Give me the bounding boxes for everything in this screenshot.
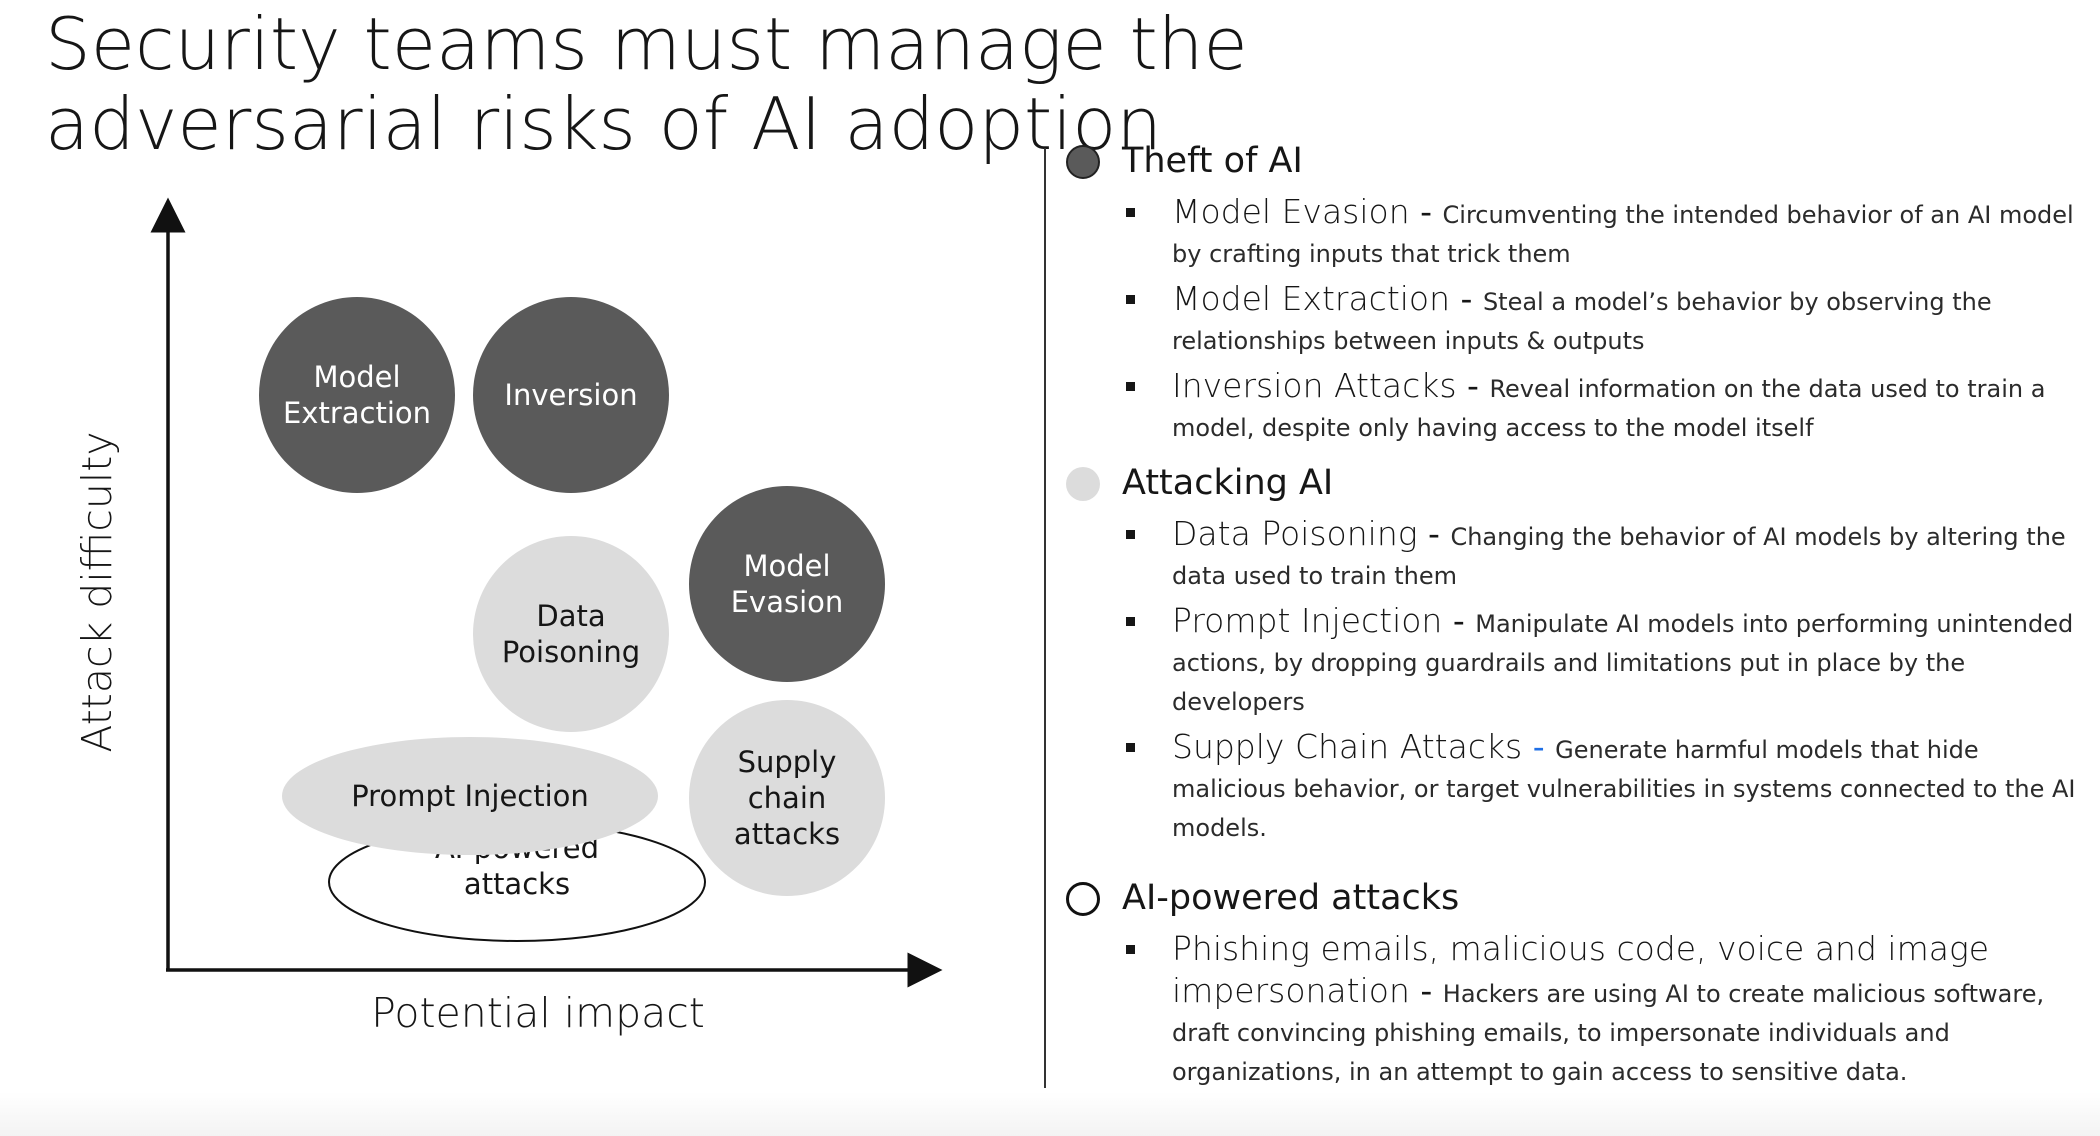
risk-diagram: Potential impact Attack difficulty Model… — [73, 197, 943, 1037]
legend-item-term: Inversion Attacks — [1172, 366, 1457, 405]
legend-item-description: Reveal information on the data used to t… — [1172, 375, 2046, 442]
legend-item-separator: - — [1417, 514, 1451, 553]
bubble-inversion-shape — [473, 297, 669, 493]
legend-item-separator: - — [1450, 279, 1483, 318]
bubble-label: attacks — [734, 817, 840, 851]
square-bullet-icon — [1126, 530, 1135, 539]
legend-item: Data Poisoning - Changing the behavior o… — [1066, 516, 2076, 597]
legend-section-header: AI-powered attacks — [1066, 875, 2076, 925]
bubble-model-evasion-shape — [689, 486, 885, 682]
bubble-data-poisoning-shape — [473, 536, 669, 732]
title-line-1: Security teams must manage the — [45, 2, 1248, 86]
legend-section-title: AI-powered attacks — [1122, 878, 1460, 918]
bubble-label: Evasion — [731, 585, 844, 619]
legend-item-list: Phishing emails, malicious code, voice a… — [1066, 931, 2076, 1093]
square-bullet-icon — [1126, 743, 1135, 752]
legend-section: Theft of AI Model Evasion - Circumventing… — [1066, 138, 2076, 449]
square-bullet-icon — [1126, 945, 1135, 954]
legend-item-list: Data Poisoning - Changing the behavior o… — [1066, 516, 2076, 849]
legend-item-description: Changing the behavior of AI models by al… — [1172, 523, 2066, 590]
square-bullet-icon — [1126, 208, 1135, 217]
title-line-2: adversarial risks of AI adoption — [45, 82, 1162, 166]
square-bullet-icon — [1126, 382, 1135, 391]
square-bullet-icon — [1126, 295, 1135, 304]
bubble-prompt-injection-shape — [282, 737, 658, 855]
bottom-band — [0, 1092, 2100, 1136]
legend-section-title: Attacking AI — [1122, 463, 1334, 503]
x-axis-label: Potential impact — [371, 989, 705, 1037]
legend-item-term: Prompt Injection — [1172, 601, 1443, 640]
page-title: Security teams must manage the adversari… — [45, 2, 1248, 166]
legend-item: Prompt Injection - Manipulate AI models … — [1066, 603, 2076, 723]
bubble-inversion: Inversion — [473, 297, 669, 493]
legend-item-description: Manipulate AI models into performing uni… — [1172, 610, 2074, 716]
legend-item-term: Supply Chain Attacks — [1172, 727, 1523, 766]
legend-item-description: Hackers are using AI to create malicious… — [1172, 980, 2045, 1086]
legend-item: Model Evasion - Circumventing the intend… — [1066, 194, 2076, 275]
bubble-label: Model — [313, 360, 400, 394]
bubble-label: Supply — [738, 745, 837, 779]
legend-item-separator: - — [1409, 192, 1443, 231]
legend-item-term: Phishing emails, malicious code, voice a… — [1172, 929, 1990, 1010]
legend-dot-icon — [1066, 145, 1100, 179]
legend-item: Supply Chain Attacks - Generate harmful … — [1066, 729, 2076, 849]
divider-line — [1044, 148, 1046, 1088]
bubble-prompt-injection: Prompt Injection — [282, 737, 658, 855]
legend-item: Model Extraction - Steal a model’s behav… — [1066, 281, 2076, 362]
legend-item-separator: - — [1522, 727, 1556, 766]
legend-item-description: Generate harmful models that hide malici… — [1172, 736, 2076, 842]
legend-item-separator: - — [1456, 366, 1490, 405]
legend-item-description: Circumventing the intended behavior of a… — [1172, 201, 2074, 268]
bubble-label: Poisoning — [502, 635, 640, 669]
bubble-label: Extraction — [283, 396, 431, 430]
legend-item-term: Model Extraction — [1172, 279, 1451, 318]
legend-item-separator: - — [1442, 601, 1476, 640]
legend-dot-icon — [1066, 882, 1100, 916]
legend-section-header: Theft of AI — [1066, 138, 2076, 188]
legend-item: Phishing emails, malicious code, voice a… — [1066, 931, 2076, 1093]
bubble-label: chain — [748, 781, 827, 815]
bubble-label: Inversion — [504, 378, 637, 412]
legend-dot-icon — [1066, 467, 1100, 501]
legend-item: Inversion Attacks - Reveal information o… — [1066, 368, 2076, 449]
y-axis-label: Attack difficulty — [73, 431, 121, 752]
legend-section: Attacking AI Data Poisoning - Changing th… — [1066, 460, 2076, 849]
bubble-layer: ModelExtractionInversionModelEvasionData… — [259, 297, 885, 942]
bubble-label: Model — [743, 549, 830, 583]
bubble-label: Prompt Injection — [351, 779, 589, 813]
bubble-label: attacks — [464, 867, 570, 901]
legend-section-header: Attacking AI — [1066, 460, 2076, 510]
square-bullet-icon — [1126, 617, 1135, 626]
legend-section-title: Theft of AI — [1122, 141, 1303, 181]
legend-item-term: Data Poisoning — [1172, 514, 1418, 553]
legend-item-term: Model Evasion — [1172, 192, 1410, 231]
legend-item-description: Steal a model’s behavior by observing th… — [1172, 288, 1992, 355]
legend-item-list: Model Evasion - Circumventing the intend… — [1066, 194, 2076, 449]
legend-item-separator: - — [1409, 971, 1443, 1010]
bubble-model-extraction-shape — [259, 297, 455, 493]
bubble-supply-chain-attacks-shape — [689, 700, 885, 896]
bubble-label: Data — [536, 599, 605, 633]
